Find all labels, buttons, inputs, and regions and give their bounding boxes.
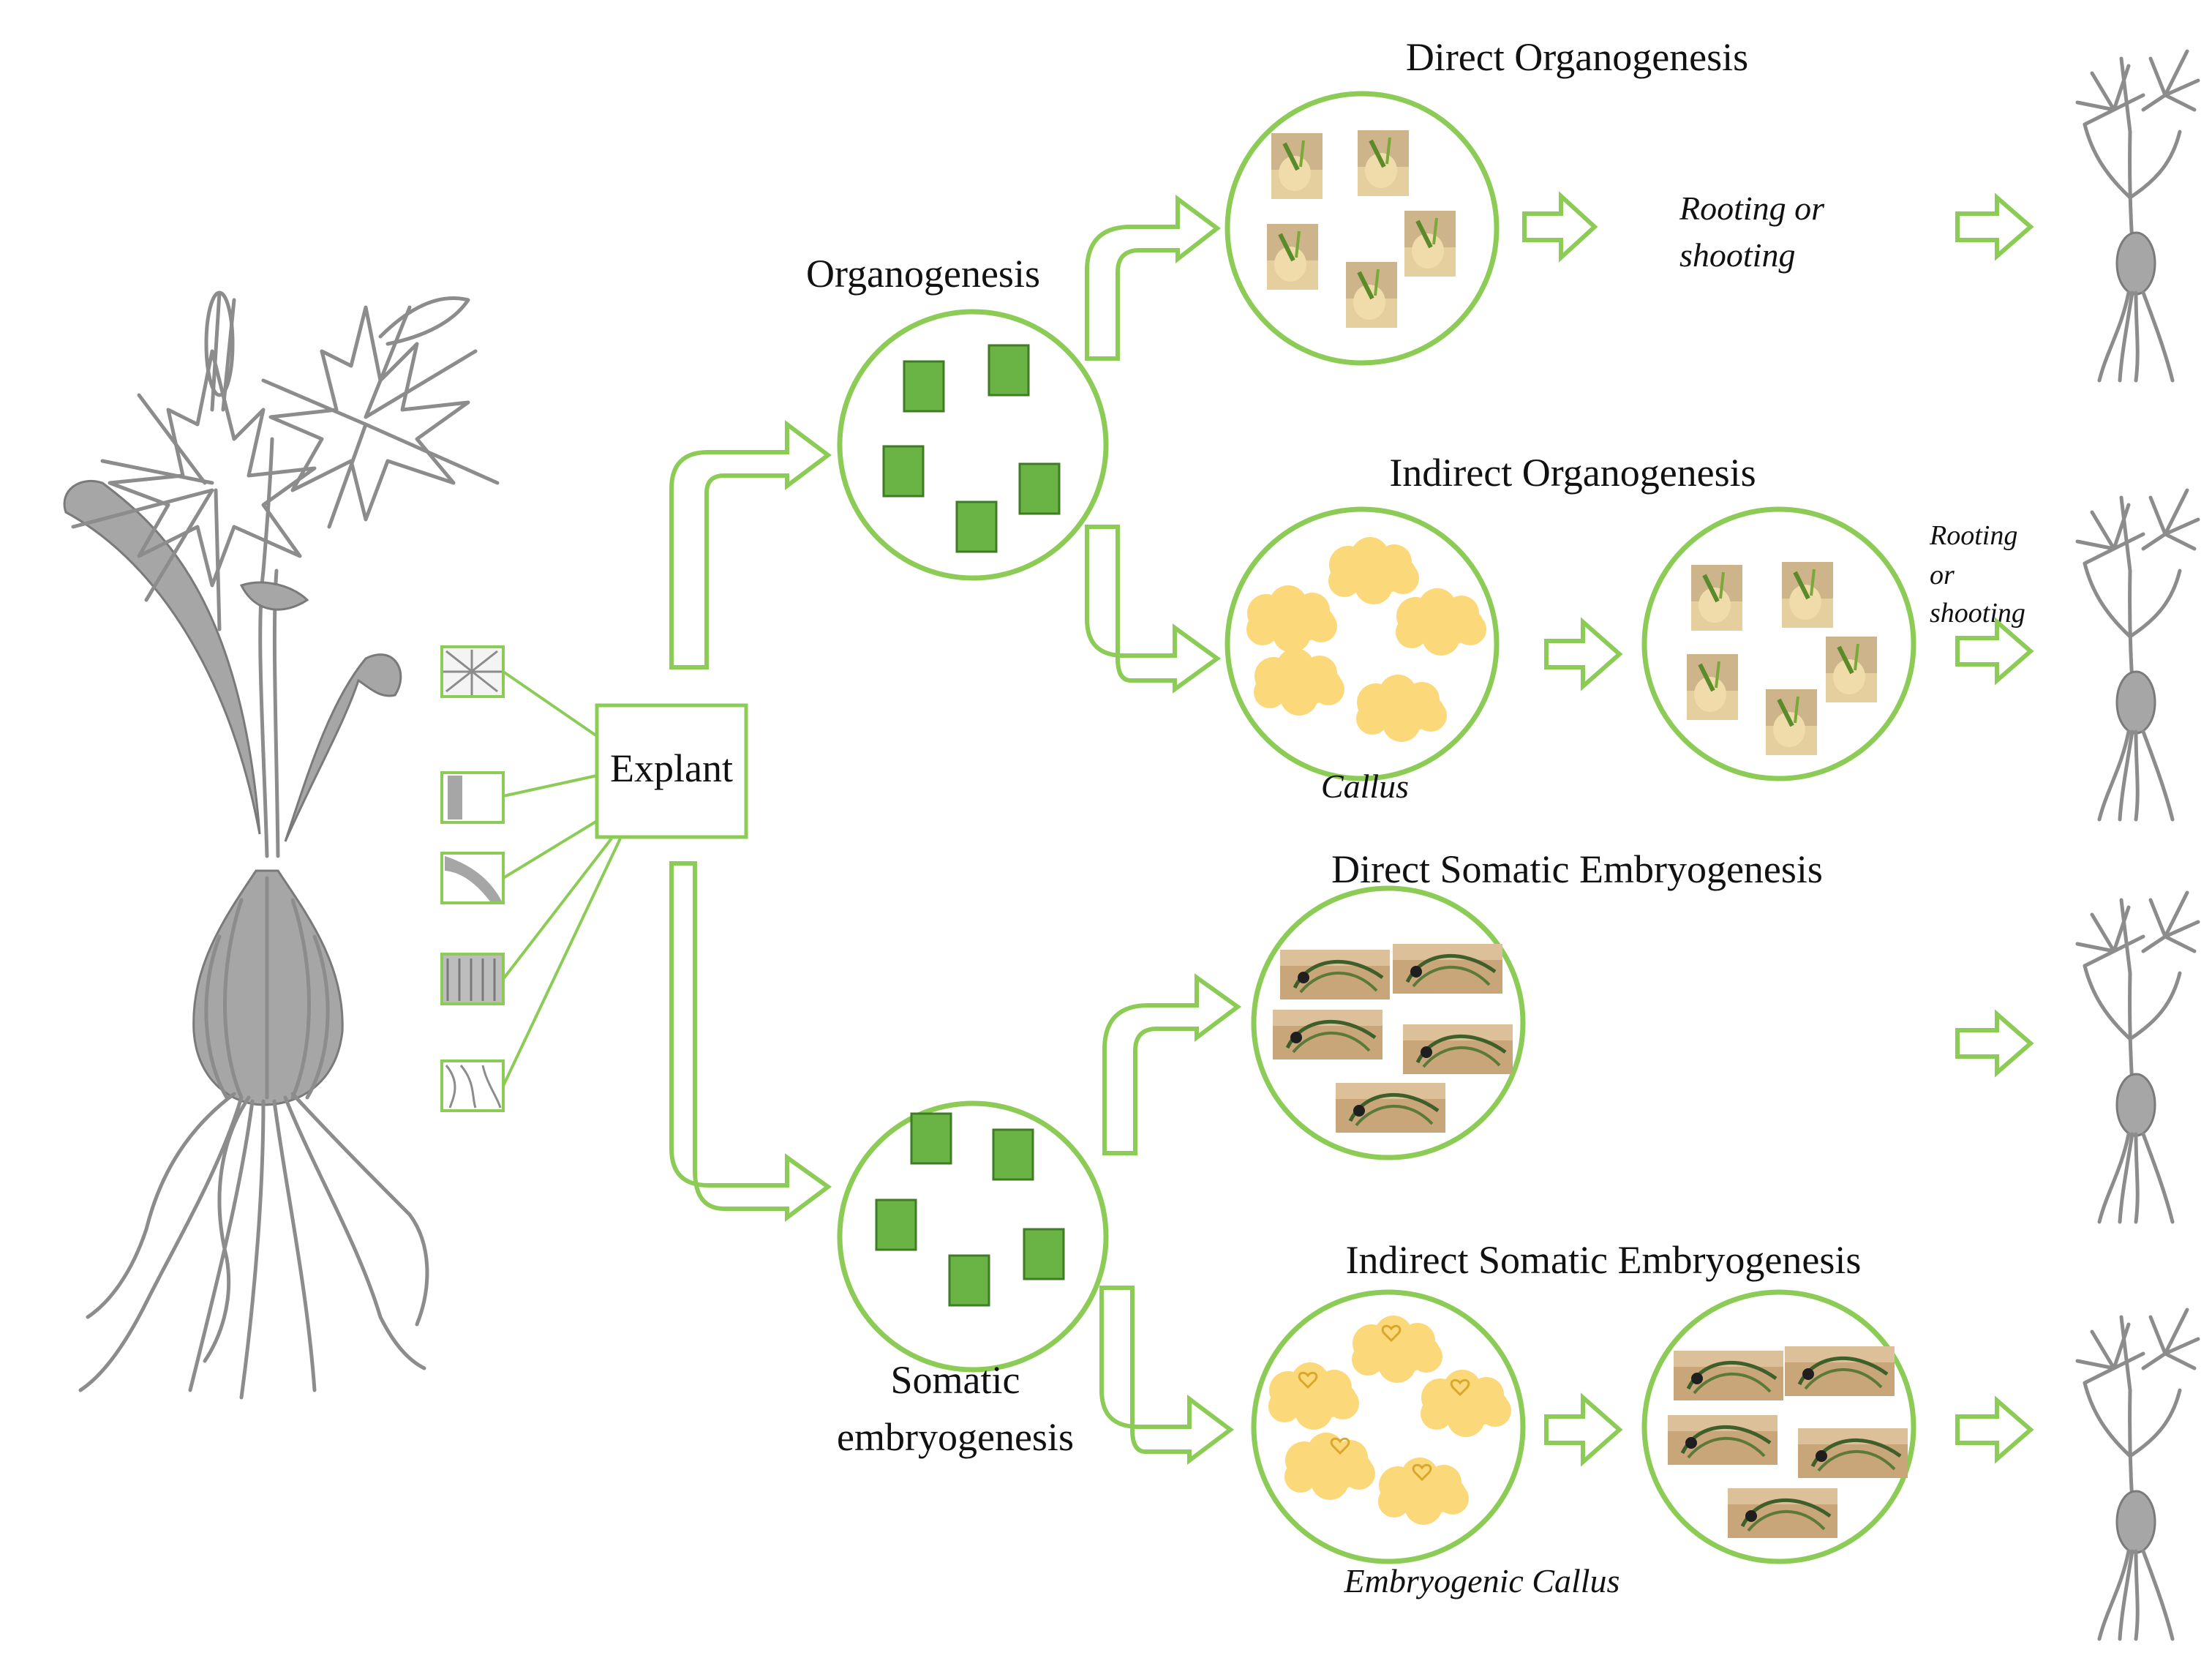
arrow-direct-somatic-to-plant: [1955, 1009, 2034, 1078]
explant-sample-leaf: [440, 852, 505, 904]
indirect-organogenesis-title: Indirect Organogenesis: [1389, 451, 1756, 495]
rooting-label-2b: or: [1930, 560, 1955, 590]
regenerated-plant-3: [2077, 893, 2198, 1222]
indirect-embryos-circle: [1641, 1289, 1916, 1564]
arrow-to-direct-organogenesis: [1085, 195, 1221, 361]
flower-right: [239, 296, 500, 611]
direct-somatic-circle: [1251, 885, 1526, 1160]
callus-circle: [1224, 506, 1500, 781]
arrow-direct-organo-to-rooting: [1522, 191, 1598, 263]
embryogenic-callus-label: Embryogenic Callus: [1344, 1562, 1620, 1599]
arrow-to-indirect-organogenesis: [1085, 525, 1222, 694]
direct-organogenesis-circle: [1224, 91, 1500, 366]
explant-sample-stem: [440, 771, 505, 824]
roots: [78, 1092, 429, 1400]
direct-organogenesis-title: Direct Organogenesis: [1406, 35, 1748, 79]
indirect-shoots-circle: [1641, 506, 1916, 781]
plant-illustration: [63, 290, 500, 1400]
leaf-right: [284, 653, 402, 842]
arrow-rooting-to-plant-2: [1955, 617, 2034, 686]
regenerated-plant-4: [2077, 1310, 2198, 1639]
explant-samples: [440, 645, 505, 1112]
organogenesis-label: Organogenesis: [806, 252, 1040, 296]
arrow-to-somatic: [669, 861, 832, 1222]
leaf-left: [63, 479, 261, 835]
somatic-embryogenesis-circle: [837, 1100, 1109, 1373]
direct-somatic-title: Direct Somatic Embryogenesis: [1331, 847, 1823, 891]
somatic-label-line2: embryogenesis: [837, 1415, 1074, 1459]
callus-label: Callus: [1321, 768, 1409, 805]
explant-sample-root: [440, 1059, 505, 1112]
arrow-callus-to-shoots: [1544, 617, 1623, 691]
flower-left: [71, 290, 317, 631]
explant-connectors: [502, 670, 622, 1087]
arrow-to-indirect-somatic: [1099, 1286, 1234, 1465]
rooting-label-2c: shooting: [1930, 598, 2025, 629]
explant-box: Explant: [595, 703, 748, 839]
explant-sample-bulb: [440, 953, 505, 1005]
explant-label: Explant: [610, 746, 733, 790]
rooting-label-1b: shooting: [1679, 236, 1795, 274]
organogenesis-circle: [837, 309, 1109, 581]
arrow-ecallus-to-embryos: [1544, 1392, 1623, 1467]
regenerated-plant-2: [2077, 490, 2198, 819]
indirect-somatic-title: Indirect Somatic Embryogenesis: [1346, 1238, 1862, 1282]
arrow-rooting-to-plant-1: [1955, 192, 2034, 261]
arrow-indirect-somatic-to-plant: [1955, 1395, 2034, 1464]
rooting-label-2a: Rooting: [1929, 520, 2017, 551]
explant-sample-flower: [440, 645, 505, 698]
embryogenic-callus-circle: [1251, 1289, 1526, 1564]
arrow-to-organogenesis: [669, 420, 832, 669]
regenerated-plant-1: [2077, 51, 2198, 380]
rooting-label-1a: Rooting or: [1679, 190, 1825, 227]
bulb: [192, 869, 344, 1106]
somatic-label-line1: Somatic: [891, 1358, 1020, 1402]
arrow-to-direct-somatic: [1102, 973, 1242, 1155]
